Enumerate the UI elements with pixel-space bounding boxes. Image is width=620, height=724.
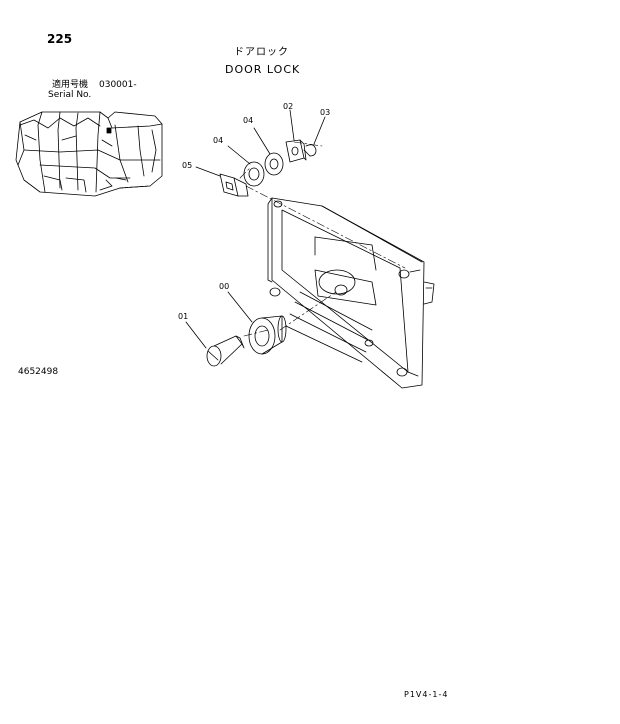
callout-04-upper: 04 bbox=[243, 116, 254, 125]
washer-part-04-upper bbox=[254, 128, 283, 175]
callout-02: 02 bbox=[283, 102, 294, 111]
callout-03: 03 bbox=[320, 108, 331, 117]
serial-label-japanese: 適用号機 bbox=[52, 80, 89, 90]
clip-part-03 bbox=[304, 117, 325, 156]
bushing-part-00 bbox=[228, 292, 286, 354]
assembly-centerlines bbox=[240, 142, 405, 336]
footer-code: P1V4-1-4 bbox=[404, 690, 449, 699]
document-id: 4652498 bbox=[18, 367, 59, 377]
callout-00: 00 bbox=[219, 282, 230, 291]
title-english: DOOR LOCK bbox=[225, 63, 301, 76]
serial-label-english: Serial No. bbox=[48, 90, 92, 100]
machine-overview-sketch bbox=[16, 112, 162, 196]
serial-range: 030001- bbox=[99, 80, 137, 90]
lock-plate-part-05 bbox=[196, 167, 248, 196]
callout-05: 05 bbox=[182, 161, 193, 170]
door-panel bbox=[268, 198, 434, 388]
plate-part-02 bbox=[286, 110, 306, 162]
callout-01: 01 bbox=[178, 312, 189, 321]
key-cylinder-part-01 bbox=[186, 322, 244, 366]
callout-04-lower: 04 bbox=[213, 136, 224, 145]
page-number: 225 bbox=[47, 32, 73, 46]
title-japanese: ドアロック bbox=[234, 47, 289, 58]
washer-part-04-lower bbox=[228, 146, 264, 186]
